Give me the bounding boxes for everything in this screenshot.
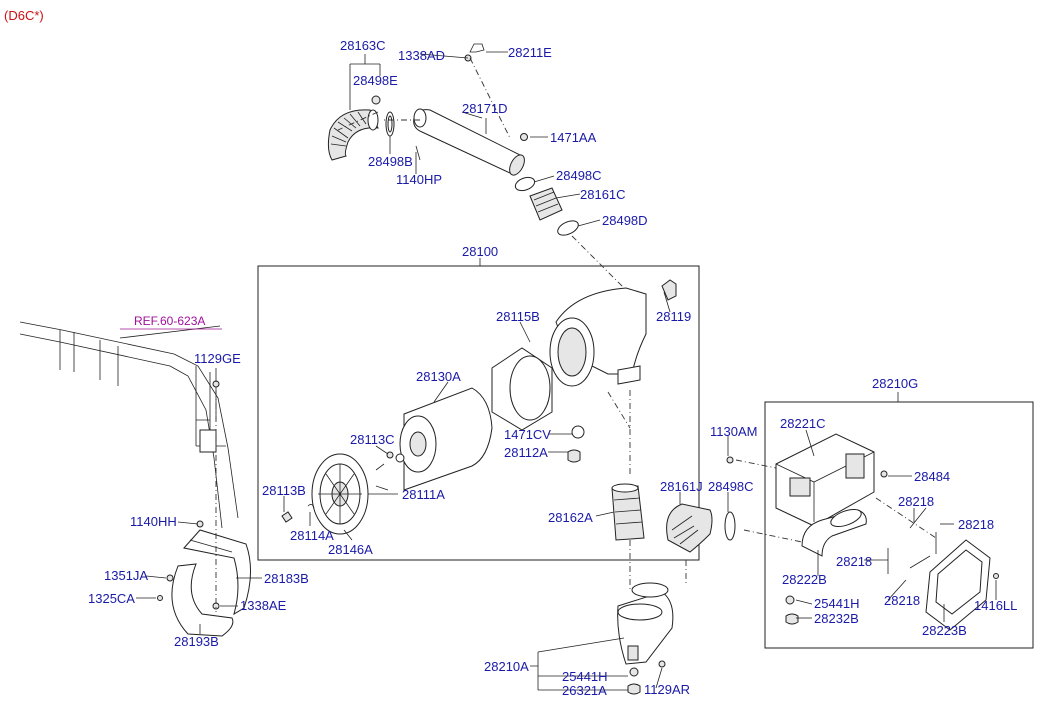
- duct-28210A: [617, 582, 674, 665]
- label-28161C[interactable]: 28161C: [580, 187, 626, 202]
- label-28221C[interactable]: 28221C: [780, 416, 826, 431]
- label-1471CV[interactable]: 1471CV: [504, 427, 551, 442]
- bracket-28211E: [469, 43, 485, 53]
- bolt-1130AM: [726, 456, 734, 464]
- label-1351JA[interactable]: 1351JA: [104, 568, 148, 583]
- cap-28112A: [567, 449, 581, 463]
- bolt-28498E: [371, 95, 381, 105]
- pipe-28171D: [413, 108, 525, 176]
- label-28171D[interactable]: 28171D: [462, 101, 508, 116]
- label-25441H-right[interactable]: 25441H: [814, 596, 860, 611]
- label-28218-a[interactable]: 28218: [898, 494, 934, 509]
- label-1140HH[interactable]: 1140HH: [130, 514, 177, 529]
- label-28484[interactable]: 28484: [914, 469, 950, 484]
- label-28498B[interactable]: 28498B: [368, 154, 413, 169]
- label-1130AM[interactable]: 1130AM: [710, 424, 757, 439]
- clamp-28498C-mid: [724, 511, 736, 541]
- band-28183B: [183, 529, 252, 616]
- bolt-28484: [880, 470, 888, 478]
- reference-link[interactable]: REF.60-623A: [134, 314, 205, 328]
- clamp-28498E: [367, 109, 379, 131]
- label-28112A[interactable]: 28112A: [504, 445, 548, 460]
- label-1471AA[interactable]: 1471AA: [550, 130, 597, 145]
- part-labels: 28163C 1338AD 28211E 28498E 28171D 1471A…: [88, 38, 1017, 698]
- hose-28163C: [327, 109, 379, 161]
- clamp-28498D: [557, 220, 579, 236]
- label-28193B[interactable]: 28193B: [174, 634, 219, 649]
- label-1338AE[interactable]: 1338AE: [240, 598, 287, 613]
- label-28113B[interactable]: 28113B: [262, 483, 306, 498]
- housing-28119: [549, 279, 677, 387]
- bolt-1471AA: [520, 133, 528, 141]
- clamp-28498C-top: [514, 176, 536, 192]
- label-28130A[interactable]: 28130A: [416, 369, 461, 384]
- cover-28146A: [311, 453, 369, 535]
- label-26321A[interactable]: 26321A: [562, 683, 607, 698]
- band-28193B: [171, 563, 234, 637]
- label-28498D[interactable]: 28498D: [602, 213, 648, 228]
- label-28498E[interactable]: 28498E: [353, 73, 398, 88]
- nut-1351JA: [166, 574, 174, 582]
- hose-28161C: [529, 187, 563, 221]
- clip-28114A: [307, 504, 315, 509]
- elbow-28222B: [801, 508, 867, 557]
- label-28161J[interactable]: 28161J: [660, 479, 703, 494]
- resonator-28221C: [775, 433, 875, 527]
- label-28218-c[interactable]: 28218: [836, 554, 872, 569]
- bolt-1325CA: [157, 595, 163, 601]
- label-28222B[interactable]: 28222B: [782, 572, 827, 587]
- cover-28115B: [491, 347, 553, 431]
- label-25441H-bottom[interactable]: 25441H: [562, 669, 608, 684]
- washer-28113C: [395, 453, 405, 463]
- label-28210G[interactable]: 28210G: [872, 376, 918, 391]
- bolt-28113C: [386, 451, 394, 459]
- label-28232B[interactable]: 28232B: [814, 611, 859, 626]
- label-1129GE[interactable]: 1129GE: [194, 351, 241, 366]
- label-1129AR[interactable]: 1129AR: [644, 682, 690, 697]
- cap-26321A: [627, 683, 641, 695]
- label-1338AD[interactable]: 1338AD: [398, 48, 445, 63]
- frame-bracket-ref: [19, 321, 239, 529]
- clip-28113B: [281, 511, 293, 523]
- variant-code: (D6C*): [4, 8, 44, 23]
- label-28210A[interactable]: 28210A: [484, 659, 529, 674]
- label-28113C[interactable]: 28113C: [350, 432, 395, 447]
- leader-lines: [119, 51, 997, 691]
- label-28163C[interactable]: 28163C: [340, 38, 386, 53]
- clip-28111A: [375, 463, 389, 491]
- hose-28161J: [666, 503, 713, 553]
- label-28183B[interactable]: 28183B: [264, 571, 309, 586]
- label-28223B[interactable]: 28223B: [922, 623, 967, 638]
- valve-25441H-bottom: [629, 667, 639, 677]
- label-28218-b[interactable]: 28218: [958, 517, 994, 532]
- assembly-frame-28100: [257, 265, 700, 561]
- label-1140HP[interactable]: 1140HP: [396, 172, 442, 187]
- label-28498C-mid[interactable]: 28498C: [708, 479, 754, 494]
- bolt-1129AR: [658, 660, 666, 668]
- screw-1140HP: [415, 145, 421, 161]
- cap-28232B: [785, 613, 799, 625]
- label-1416LL[interactable]: 1416LL: [974, 598, 1017, 613]
- gasket-28223B: [925, 539, 991, 631]
- valve-25441H-right: [785, 595, 795, 605]
- assembly-frame-28210G: [764, 401, 1034, 649]
- label-28114A[interactable]: 28114A: [290, 528, 334, 543]
- label-28111A[interactable]: 28111A: [402, 487, 445, 502]
- label-28119[interactable]: 28119: [656, 309, 691, 324]
- label-28218-d[interactable]: 28218: [884, 593, 920, 608]
- label-1325CA[interactable]: 1325CA: [88, 591, 135, 606]
- label-28115B[interactable]: 28115B: [496, 309, 540, 324]
- label-28100[interactable]: 28100: [462, 244, 498, 259]
- label-28162A[interactable]: 28162A: [548, 510, 593, 525]
- hose-28162A: [611, 483, 645, 541]
- bolt-1416LL: [993, 573, 999, 579]
- filter-28130A: [399, 387, 493, 491]
- label-28146A[interactable]: 28146A: [328, 542, 373, 557]
- clip-1471CV: [571, 425, 585, 439]
- label-28498C-top[interactable]: 28498C: [556, 168, 602, 183]
- label-28211E[interactable]: 28211E: [508, 45, 552, 60]
- studs-28218: [887, 507, 937, 574]
